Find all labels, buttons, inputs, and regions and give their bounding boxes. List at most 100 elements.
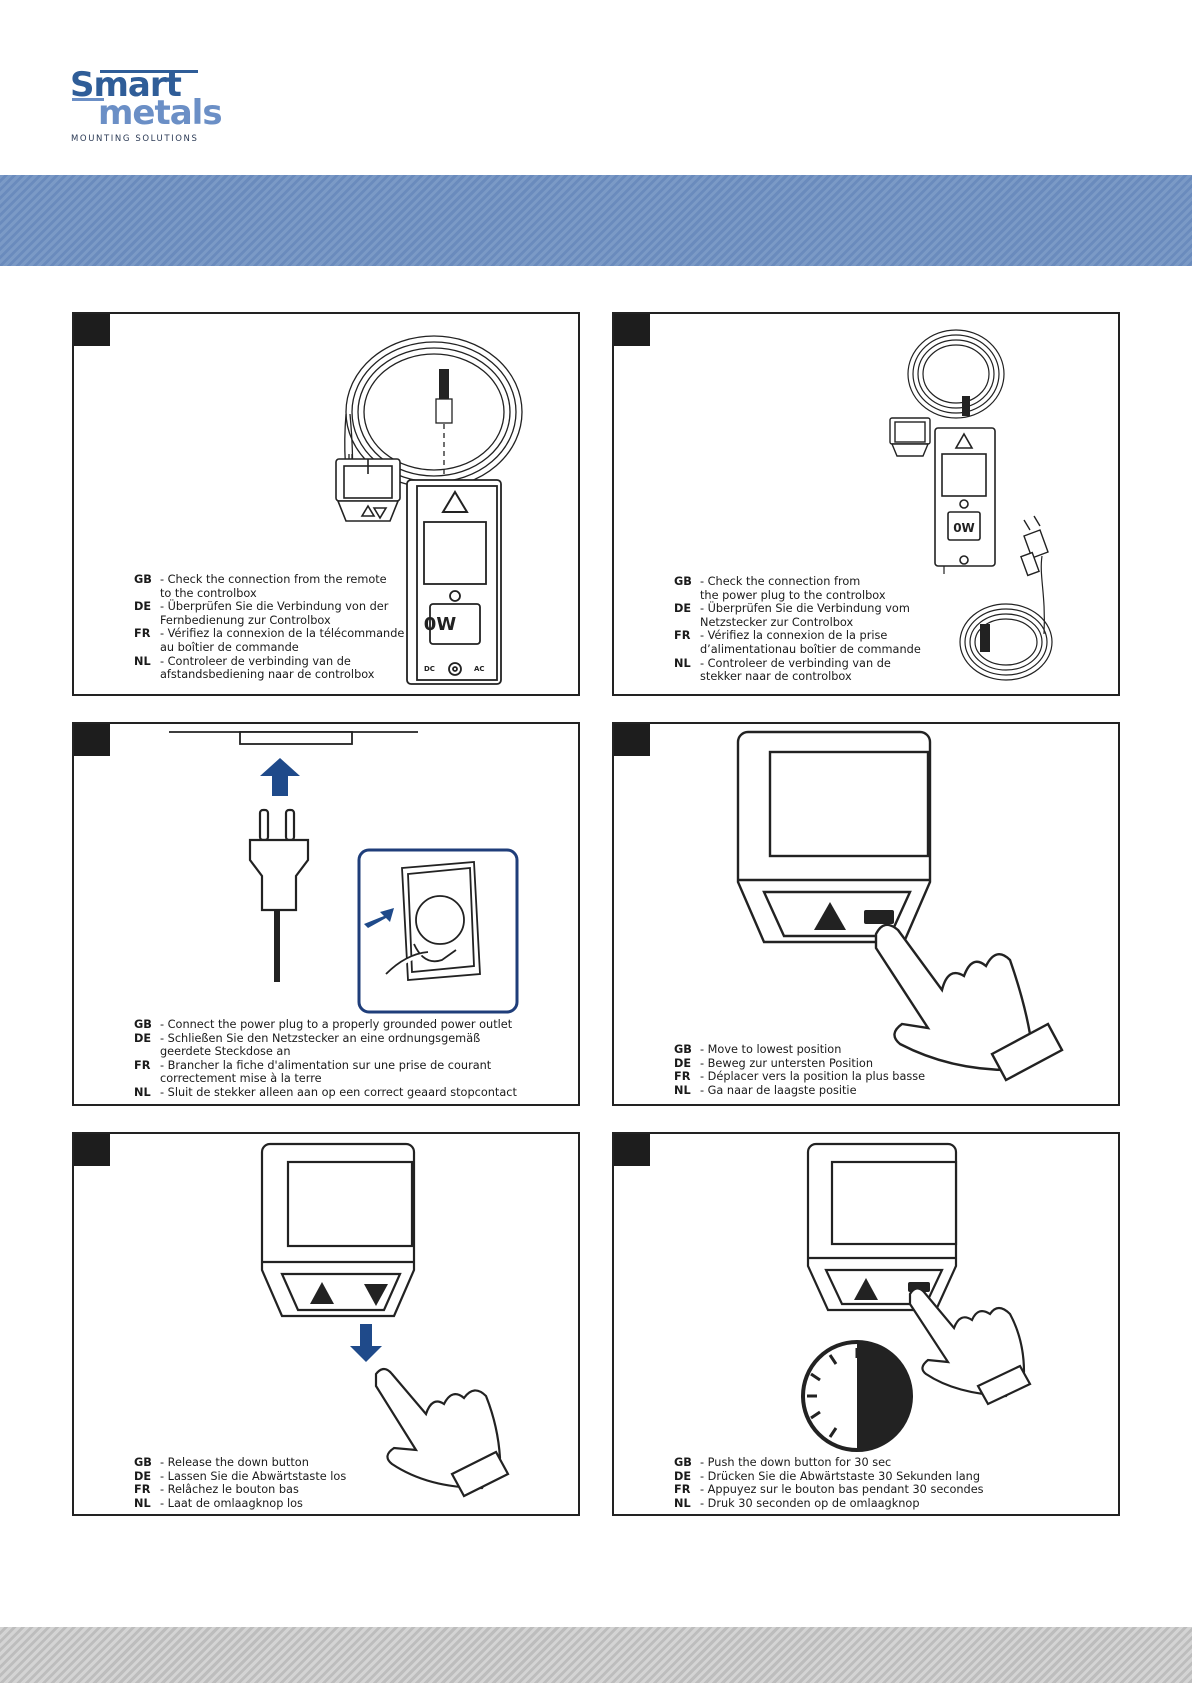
instruction-text: - Überprüfen Sie die Verbindung vom <box>700 602 910 616</box>
language-code: FR <box>674 1483 691 1497</box>
instruction-text: - Drücken Sie die Abwärtstaste 30 Sekund… <box>700 1469 981 1483</box>
instruction-line: DE - Drücken Sie die Abwärtstaste 30 Seku… <box>674 1470 984 1484</box>
language-code: GB <box>674 1456 692 1469</box>
instruction-line: FR- Vérifiez la connexion de la prise <box>674 629 921 643</box>
pointing-hand-icon <box>874 923 1064 1082</box>
instruction-line: DE- Lassen Sie die Abwärtstaste los <box>134 1470 346 1484</box>
instruction-text: au boîtier de commande <box>160 640 299 654</box>
instruction-line: GB- Connect the power plug to a properly… <box>134 1018 517 1032</box>
logo-bar-mid <box>72 98 104 101</box>
remote-control <box>806 1142 958 1312</box>
instruction-text: - Laat de omlaagknop los <box>160 1496 303 1510</box>
language-code: DE <box>134 1031 152 1045</box>
pointing-hand-icon <box>908 1287 1032 1406</box>
instruction-line: geerdete Steckdose an <box>134 1045 517 1059</box>
controlbox <box>934 427 996 567</box>
instruction-text: - Relâchez le bouton bas <box>160 1483 299 1497</box>
push-30sec-illustration <box>801 1142 1032 1452</box>
step-instructions: GB- Move to lowest position DE- Beweg zu… <box>674 1043 925 1097</box>
step-number-badge <box>614 1134 650 1166</box>
step-number-badge <box>614 314 650 346</box>
up-button-icon <box>814 902 846 930</box>
logo-bar-top <box>100 70 198 73</box>
controlbox <box>406 479 502 685</box>
step-instructions: GB - Release the down button DE- Lassen S… <box>134 1456 346 1510</box>
step-number-badge <box>74 314 110 346</box>
instruction-text: the power plug to the controlbox <box>700 588 886 602</box>
logo-word-smart: Smart <box>70 65 182 105</box>
language-code: GB <box>674 1043 692 1056</box>
instruction-text: Netzstecker zur Controlbox <box>700 615 854 629</box>
instruction-text: - Release the down button <box>160 1456 309 1469</box>
instruction-text: - Brancher la fiche d'alimentation sur u… <box>160 1058 492 1072</box>
language-code: NL <box>134 1496 151 1510</box>
instruction-text: to the controlbox <box>160 586 257 600</box>
instruction-line: NL- Controleer de verbinding van de <box>674 657 921 671</box>
language-code: DE <box>674 1469 692 1483</box>
down-button-icon <box>864 910 894 924</box>
instruction-line: FR- Relâchez le bouton bas <box>134 1483 346 1497</box>
instruction-line: d’alimentationau boîtier de commande <box>674 643 921 657</box>
logo-tagline: MOUNTING SOLUTIONS <box>71 134 199 144</box>
header-band <box>0 175 1192 266</box>
instruction-text: - Überprüfen Sie die Verbindung von der <box>160 600 389 614</box>
instruction-text: - Check the connection from <box>700 575 861 588</box>
up-button-icon <box>310 1282 334 1304</box>
instruction-line: Fernbedienung zur Controlbox <box>134 614 404 628</box>
remote-control <box>335 458 401 522</box>
instruction-text: geerdete Steckdose an <box>160 1045 291 1059</box>
remote-control <box>260 1142 416 1318</box>
instruction-text: - Controleer de verbinding van de <box>160 654 351 668</box>
instruction-text: - Schließen Sie den Netzstecker an eine … <box>160 1031 481 1045</box>
instruction-line: NL- Controleer de verbinding van de <box>134 655 404 669</box>
language-code: NL <box>674 1083 691 1097</box>
instruction-line: GB- Check the connection from <box>674 575 921 589</box>
instruction-line: to the controlbox <box>134 587 404 601</box>
step-instructions: GB - Push the down button for 30 sec DE - … <box>674 1456 984 1510</box>
power-plug <box>1020 515 1049 577</box>
connect-power-illustration <box>169 731 519 1014</box>
language-code: FR <box>674 629 691 643</box>
remote-control <box>736 730 932 944</box>
instruction-text: stekker naar de controlbox <box>700 670 852 684</box>
instruction-text: - Connect the power plug to a properly g… <box>160 1018 513 1031</box>
language-code: GB <box>134 1456 152 1469</box>
instruction-line: afstandsbediening naar de controlbox <box>134 668 404 682</box>
remote-controlbox-illustration: 0W DC AC <box>335 335 523 685</box>
instruction-text: - Déplacer vers la position la plus bass… <box>700 1070 926 1084</box>
step-number-badge <box>614 724 650 756</box>
language-code: GB <box>134 573 152 586</box>
step-panel-1: 0W DC AC GB- Check the connection from t… <box>72 312 580 696</box>
instruction-line: FR - Appuyez sur le bouton bas pendant 30… <box>674 1483 984 1497</box>
pointing-hand-icon <box>374 1367 510 1498</box>
instruction-line: NL - Druk 30 seconden op de omlaagknop <box>674 1497 984 1511</box>
instruction-line: DE- Überprüfen Sie die Verbindung vom <box>674 602 921 616</box>
instruction-line: FR- Brancher la fiche d'alimentation sur… <box>134 1059 517 1073</box>
language-code: DE <box>134 600 152 614</box>
instruction-text: - Push the down button for 30 sec <box>700 1456 892 1469</box>
step-instructions: GB- Check the connection from the remote… <box>134 573 404 682</box>
down-arrow-icon <box>350 1324 382 1362</box>
instruction-line: stekker naar de controlbox <box>674 670 921 684</box>
powerplug-controlbox-illustration: 0W <box>889 329 1053 681</box>
instruction-line: DE - Schließen Sie den Netzstecker an ein… <box>134 1032 517 1046</box>
instruction-line: the power plug to the controlbox <box>674 589 921 603</box>
instruction-line: NL- Sluit de stekker alleen aan op een c… <box>134 1086 517 1100</box>
instruction-text: Fernbedienung zur Controlbox <box>160 613 331 627</box>
instruction-text: - Sluit de stekker alleen aan op een cor… <box>160 1085 517 1099</box>
remote-control <box>889 417 931 457</box>
language-code: NL <box>674 1496 691 1510</box>
instruction-line: correctement mise à la terre <box>134 1072 517 1086</box>
instruction-text: - Druk 30 seconden op de omlaagknop <box>700 1496 920 1510</box>
down-button-icon <box>364 1284 388 1306</box>
language-code: DE <box>674 1056 692 1070</box>
instruction-text: - Vérifiez la connexion de la télécomman… <box>160 627 405 641</box>
zero-w-label: 0W <box>953 521 975 535</box>
instruction-line: GB- Move to lowest position <box>674 1043 925 1057</box>
instruction-text: - Ga naar de laagste positie <box>700 1083 857 1097</box>
instruction-text: - Controleer de verbinding van de <box>700 656 891 670</box>
language-code: FR <box>134 627 151 641</box>
instruction-text: - Appuyez sur le bouton bas pendant 30 s… <box>700 1483 984 1497</box>
timer-icon <box>801 1340 913 1452</box>
step-panel-2: 0W GB- Check the connection from the pow… <box>612 312 1120 696</box>
